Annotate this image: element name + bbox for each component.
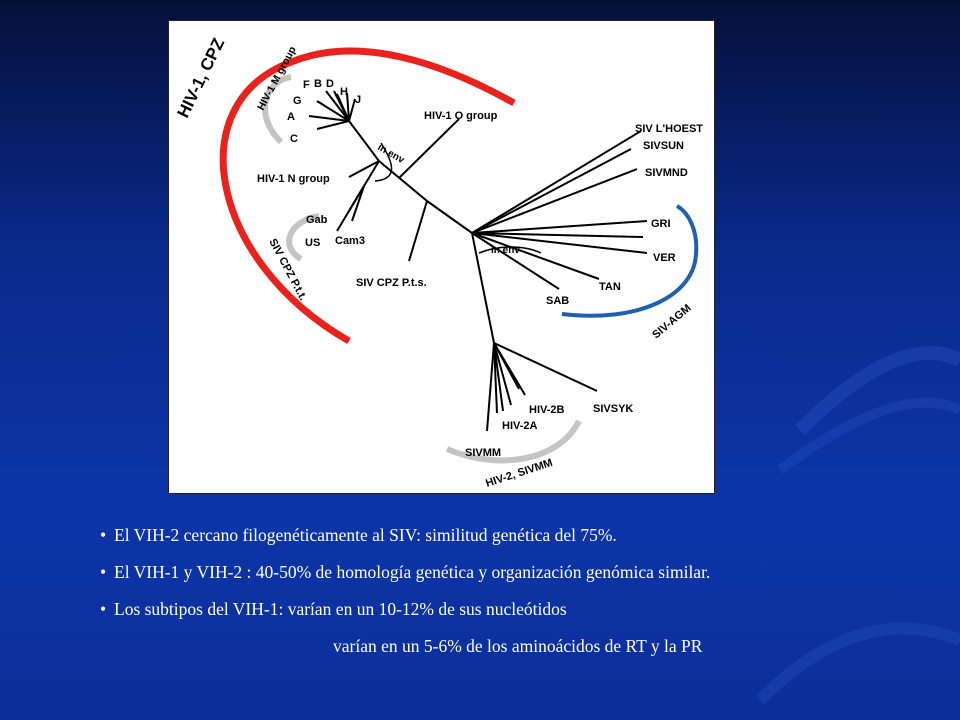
bullet-marker: • (100, 599, 107, 619)
sivmm-label: SIVMM (465, 447, 501, 459)
in-env-left-arrow (374, 142, 393, 182)
gri-label: GRI (651, 218, 671, 230)
bullet-marker: • (100, 525, 107, 545)
hiv2-sivmm-gray-arc (445, 419, 582, 464)
hiv1-cpz-label: HIV-1, CPZ (174, 35, 229, 121)
siv-lhoest-label: SIV L'HOEST (635, 123, 703, 135)
cpz-ptt-gray-arc (286, 213, 320, 262)
gab-label: Gab (306, 214, 328, 226)
subtype-f-label: F (303, 79, 310, 91)
tan-label: TAN (599, 281, 621, 293)
sivmnd-label: SIVMND (645, 167, 688, 179)
hiv1-n-group-label: HIV-1 N group (257, 173, 330, 185)
cam3-label: Cam3 (335, 235, 365, 247)
siv-agm-arc (561, 204, 699, 318)
bullet-item-4: varían en un 5-6% de los aminoácidos de … (100, 628, 940, 665)
sivsyk-label: SIVSYK (593, 403, 633, 415)
hiv1-o-group-label: HIV-1 O group (424, 110, 498, 122)
in-env-right-label: in env (491, 245, 520, 256)
m-group-gray-arc (262, 74, 292, 145)
bullet-item-1: • El VIH-2 cercano filogenéticamente al S… (100, 517, 940, 554)
subtype-d-label: D (326, 78, 334, 90)
subtype-j-label: J (355, 94, 361, 106)
sab-label: SAB (546, 295, 569, 307)
phylogenetic-tree-figure: in env in env HIV-1, CPZ HIV-1 M group S… (168, 20, 715, 494)
bullet-text: El VIH-1 y VIH-2 : 40-50% de homología g… (114, 562, 711, 582)
bullet-text: varían en un 5-6% de los aminoácidos de … (333, 636, 703, 656)
bullet-item-2: • El VIH-1 y VIH-2 : 40-50% de homología … (100, 554, 940, 591)
tree-branches (308, 90, 648, 432)
bullet-list: • El VIH-2 cercano filogenéticamente al S… (100, 517, 940, 665)
bullet-marker: • (100, 562, 107, 582)
siv-cpz-pts-label: SIV CPZ P.t.s. (356, 277, 427, 289)
siv-agm-label: SIV-AGM (650, 302, 693, 341)
bullet-item-3: • Los subtipos del VIH-1: varían en un 10… (100, 591, 940, 628)
subtype-h-label: H (340, 86, 348, 98)
in-env-right-arrow (478, 246, 542, 254)
subtype-a-label: A (287, 111, 295, 123)
subtype-c-label: C (290, 133, 298, 145)
bullet-text: El VIH-2 cercano filogenéticamente al SI… (114, 525, 617, 545)
hiv1-cpz-arc (219, 47, 516, 345)
bullet-text: Los subtipos del VIH-1: varían en un 10-… (114, 599, 567, 619)
ver-label: VER (653, 252, 676, 264)
hiv2b-label: HIV-2B (529, 404, 565, 416)
subtype-b-label: B (314, 78, 322, 90)
sivsun-label: SIVSUN (643, 140, 684, 152)
us-label: US (305, 237, 320, 249)
hiv2a-label: HIV-2A (502, 420, 538, 432)
subtype-g-label: G (293, 95, 302, 107)
phylogenetic-tree: in env in env HIV-1, CPZ HIV-1 M group S… (174, 35, 704, 490)
